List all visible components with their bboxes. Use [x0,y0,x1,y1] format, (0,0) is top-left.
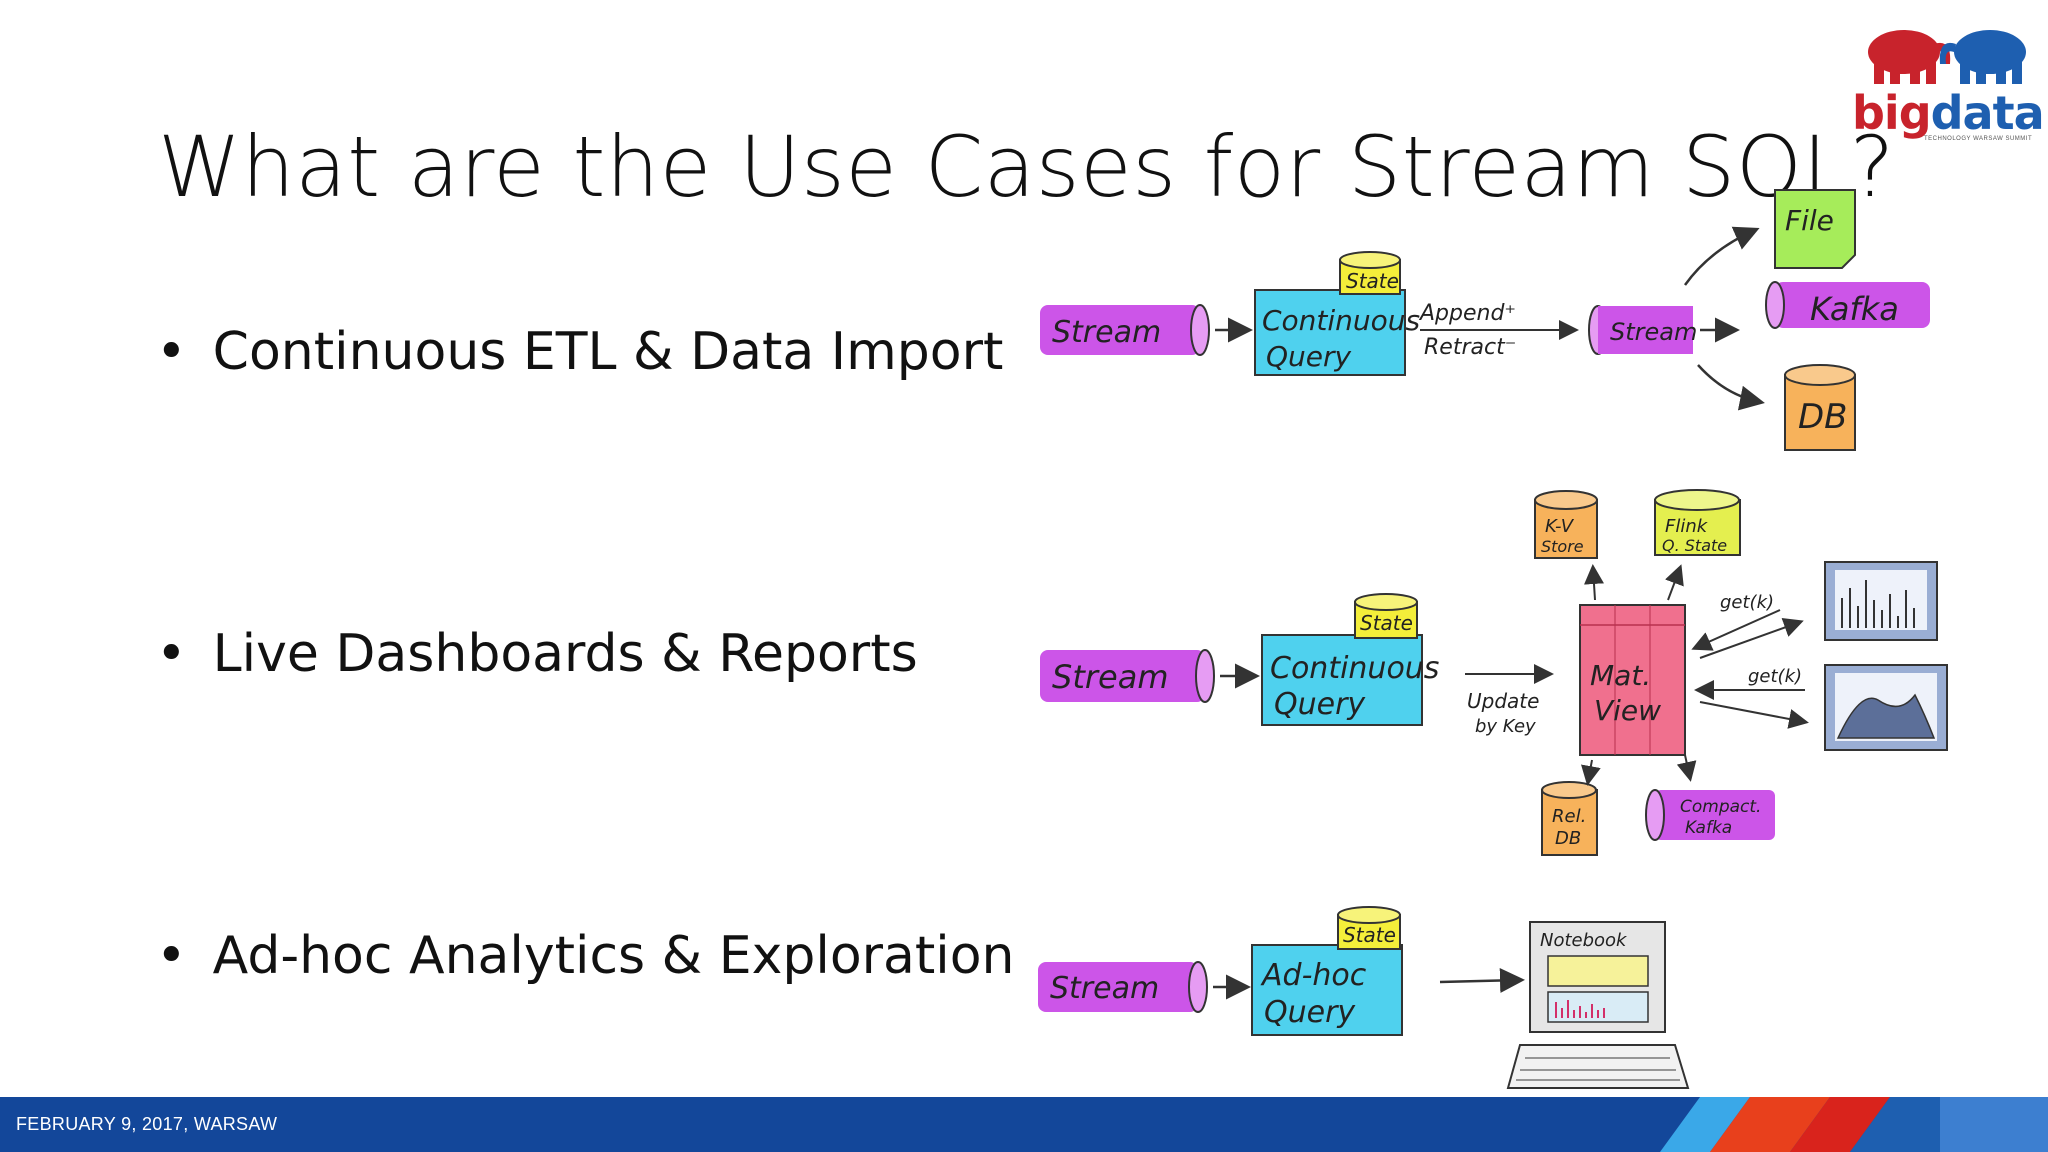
bullet-text: Ad-hoc Analytics & Exploration [212,926,1015,986]
notebook-label: Notebook [1540,930,1628,951]
stream-input-tube: Stream [1038,961,1208,1013]
stream-input-label: Stream [1052,658,1168,696]
query-label-1: Ad-hoc [1260,958,1367,993]
state-cylinder: State [1337,906,1401,950]
query-label-1: Continuous [1262,304,1420,337]
state-cylinder: State [1339,251,1401,295]
append-label: Append⁺ [1418,301,1516,326]
reldb-cylinder: Rel. DB [1541,781,1598,856]
query-label-2: Query [1274,687,1366,722]
bullet-dot: • [156,322,187,382]
update-label-2: by Key [1475,716,1536,737]
db-sink: DB [1784,364,1856,451]
view-label-1: Mat. [1590,659,1651,692]
continuous-query-box: Continuous Query [1254,289,1420,376]
bullet-analytics: • Ad-hoc Analytics & Exploration [156,926,1014,986]
stream-input-label: Stream [1050,971,1159,1006]
flink-label-2: Q. State [1662,536,1727,555]
reldb-label-2: DB [1555,828,1581,849]
bar-chart-dashboard [1824,561,1938,641]
diagram-dashboards: Stream Continuous Query State Update by … [1040,489,1948,856]
file-label: File [1785,204,1834,237]
compact-label-1: Compact. [1680,797,1761,817]
get-label-2: get(k) [1748,666,1802,687]
stream-input-label: Stream [1052,315,1161,350]
get-label-1: get(k) [1720,592,1774,613]
view-label-2: View [1594,694,1661,727]
state-label: State [1360,611,1413,635]
state-cylinder: State [1354,593,1418,639]
stream-output-tube: Stream [1588,305,1697,355]
notebook-computer: Notebook [1506,921,1690,1089]
bullet-etl: • Continuous ETL & Data Import [156,322,1003,382]
state-label: State [1343,923,1396,947]
diagram-adhoc: Stream Ad-hoc Query State Notebook [1038,906,1690,1089]
footer-decoration [1660,1097,2048,1152]
bullet-dot: • [156,624,187,684]
retract-label: Retract⁻ [1424,335,1516,360]
stream-input-tube: Stream [1040,649,1215,703]
bigdata-logo: bigdata TECHNOLOGY WARSAW SUMMIT [1852,14,2045,144]
bullet-dot: • [156,926,187,986]
bullet-text: Continuous ETL & Data Import [212,322,1004,382]
compacted-kafka-tube: Compact. Kafka [1645,789,1775,841]
use-case-diagrams: Stream Continuous Query State Append⁺ Re… [1038,189,1948,1089]
compact-label-2: Kafka [1685,818,1732,838]
slide-title: What are the Use Cases for Stream SQL? [158,118,1895,216]
logo-wordmark: bigdata [1852,86,2045,140]
footer-date-location: FEBRUARY 9, 2017, WARSAW [16,1114,278,1134]
file-sink: File [1774,189,1856,269]
logo-tagline: TECHNOLOGY WARSAW SUMMIT [1924,136,2033,142]
query-label-1: Continuous [1270,651,1439,686]
kafka-label: Kafka [1810,290,1899,328]
bullet-dashboards: • Live Dashboards & Reports [156,624,918,684]
reldb-label-1: Rel. [1552,806,1586,827]
update-label-1: Update [1467,689,1539,713]
logo-big: big [1852,86,1932,140]
kv-store-cylinder: K-V Store [1534,490,1598,559]
adhoc-query-box: Ad-hoc Query [1251,944,1403,1036]
footer-bar: FEBRUARY 9, 2017, WARSAW [0,1097,2048,1152]
kafka-sink: Kafka [1765,281,1930,329]
area-chart-dashboard [1824,664,1948,751]
query-label-2: Query [1266,340,1352,373]
bullet-text: Live Dashboards & Reports [212,624,918,684]
diagram-etl: Stream Continuous Query State Append⁺ Re… [1040,189,1930,451]
stream-input-tube: Stream [1040,304,1210,356]
state-label: State [1346,269,1399,293]
flink-label-1: Flink [1665,516,1709,537]
db-label: DB [1798,397,1848,437]
elephant-icon [1868,30,2026,84]
stream-output-label: Stream [1610,318,1697,346]
materialized-view: Mat. View [1579,604,1686,756]
logo-data: data [1930,86,2045,140]
kv-label-1: K-V [1545,516,1575,537]
continuous-query-box: Continuous Query [1261,634,1439,726]
flink-state-cylinder: Flink Q. State [1654,489,1741,556]
query-label-2: Query [1264,995,1356,1030]
kv-label-2: Store [1541,537,1584,556]
